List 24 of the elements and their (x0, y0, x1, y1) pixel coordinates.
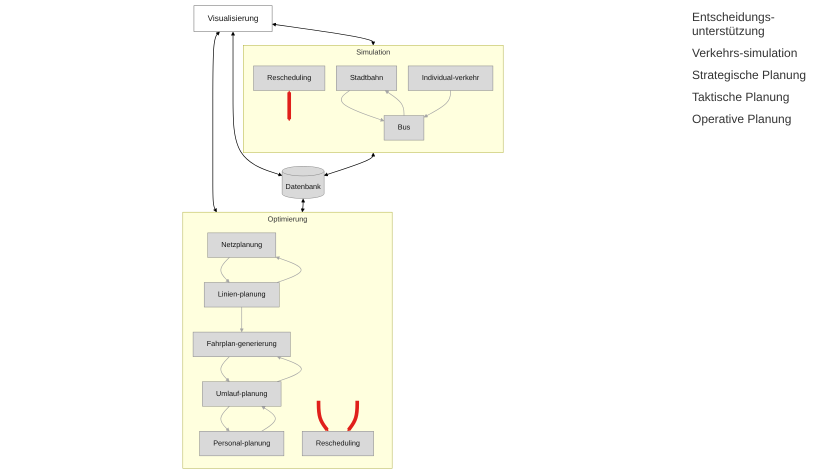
arrow (347, 400, 360, 432)
process-box: Visualisierung (194, 5, 272, 32)
arrow (300, 198, 306, 212)
arrow (276, 356, 302, 382)
arrow (316, 400, 329, 432)
arrow (384, 90, 404, 116)
arrow (220, 257, 230, 283)
arrow (287, 90, 292, 122)
planning-level-label: Operative Planung (692, 112, 792, 126)
arrow (324, 152, 376, 176)
arrow (261, 406, 276, 432)
arrow (240, 306, 244, 332)
arrow (220, 356, 230, 382)
arrow (231, 32, 282, 176)
planning-level-label: Entscheidungs-unterstützung (692, 10, 776, 38)
planning-level-label: Taktische Planung (692, 90, 790, 104)
arrow (272, 22, 376, 46)
arrow (212, 32, 220, 212)
arrow (220, 406, 230, 432)
planning-level-label: Strategische Planung (692, 68, 808, 82)
planning-level-label: Verkehrs-simulation (692, 46, 798, 60)
arrow (341, 90, 384, 122)
arrow (276, 256, 302, 283)
arrow (424, 90, 451, 118)
